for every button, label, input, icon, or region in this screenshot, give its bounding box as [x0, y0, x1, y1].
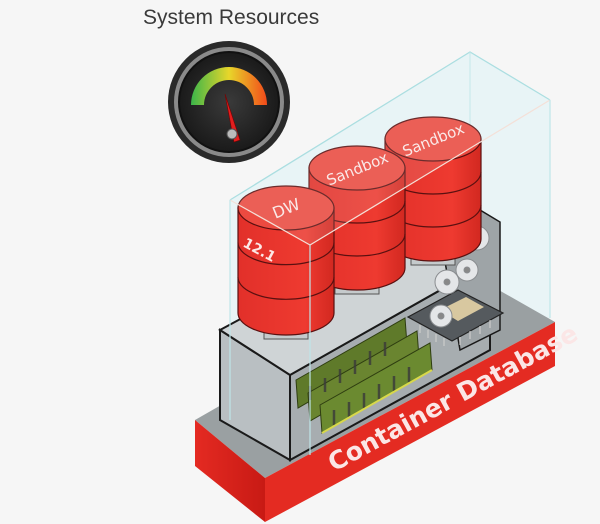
cylinder-top	[384, 116, 482, 162]
memory-modules-icon	[295, 317, 433, 434]
cylinder-band	[237, 277, 335, 300]
gauge-icon	[168, 41, 290, 163]
cylinder-top	[308, 145, 406, 191]
glass-front-edges	[229, 52, 551, 455]
cylinder-top	[237, 185, 335, 231]
diagram-title: System Resources	[143, 6, 320, 29]
gauge-scale	[191, 67, 267, 105]
gauge-needle	[224, 93, 241, 143]
cylinder-band	[237, 242, 335, 266]
database-cylinder-sandbox: Sandbox	[384, 116, 482, 266]
